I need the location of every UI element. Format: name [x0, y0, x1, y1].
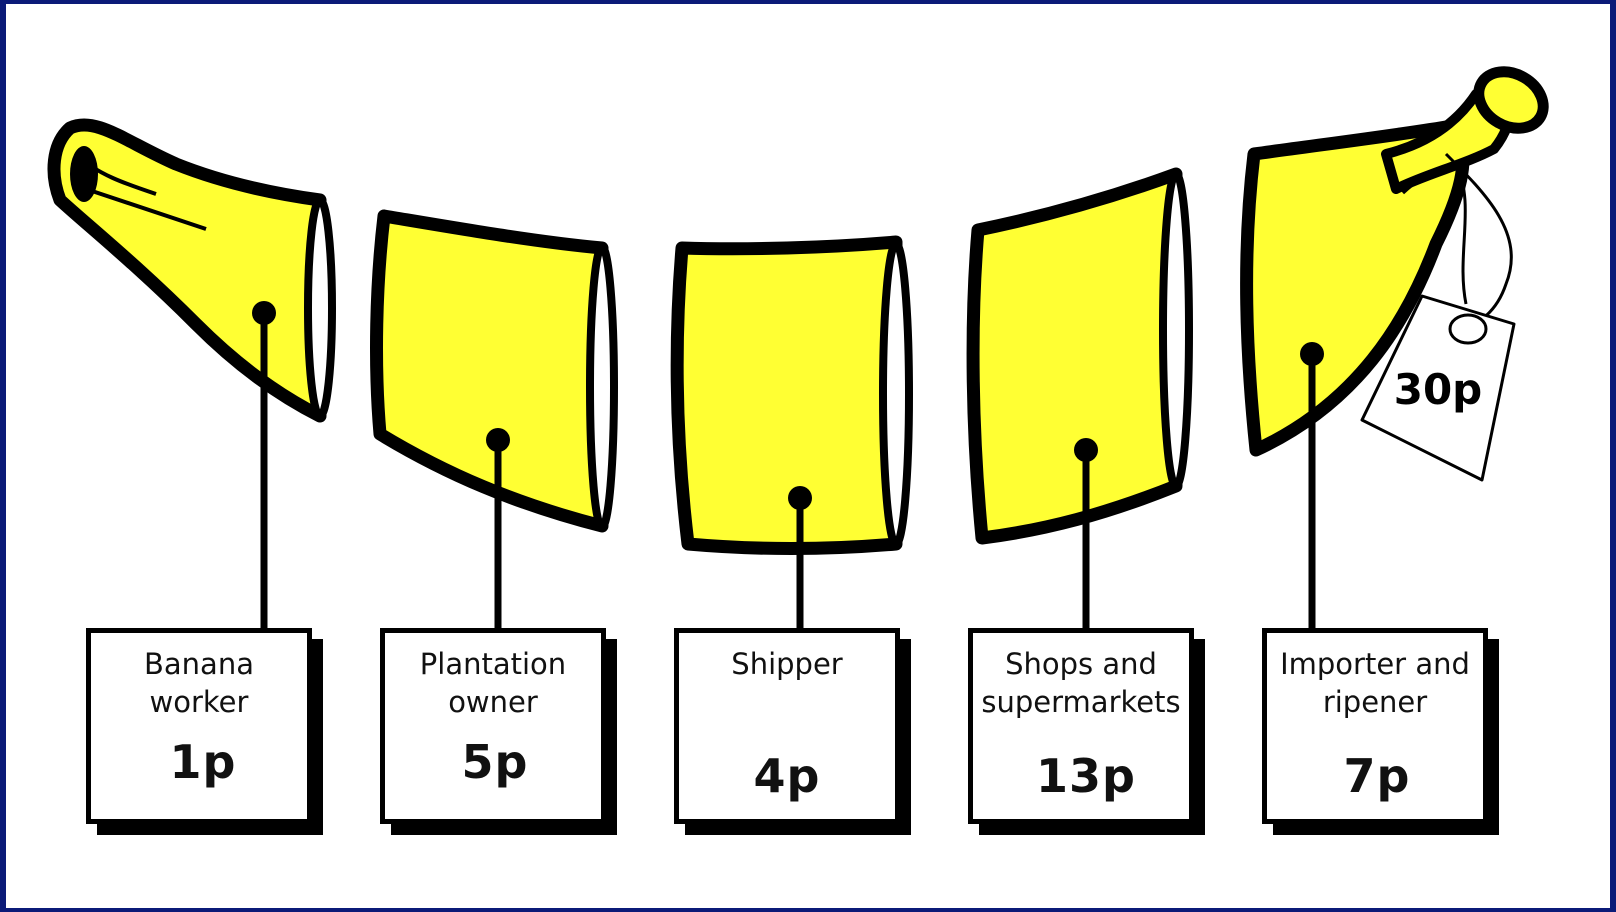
stage-price: 1p	[99, 737, 307, 787]
banana-segment-4	[973, 174, 1189, 538]
stage-box-shops-supermarkets: Shops and supermarkets 13p	[968, 628, 1194, 824]
stage-name: Plantation owner	[385, 645, 601, 721]
diagram-canvas: 30p Banana worker 1p Plantation owner	[6, 4, 1610, 908]
stage-price: 5p	[389, 737, 601, 787]
stage-price: 7p	[1271, 751, 1483, 801]
stage-name: Importer and ripener	[1267, 645, 1483, 721]
stage-price: 4p	[679, 751, 895, 801]
stage-name: Shops and supermarkets	[973, 645, 1189, 721]
stage-name: Banana worker	[91, 645, 307, 721]
stage-box-banana-worker: Banana worker 1p	[86, 628, 312, 824]
banana-segment-1	[54, 125, 332, 416]
stage-box-shipper: Shipper 4p	[674, 628, 900, 824]
stage-name: Shipper	[679, 645, 895, 683]
stage-price: 13p	[983, 751, 1189, 801]
stage-box-importer-ripener: Importer and ripener 7p	[1262, 628, 1488, 824]
price-tag-label: 30p	[1394, 365, 1483, 414]
stage-box-plantation-owner: Plantation owner 5p	[380, 628, 606, 824]
